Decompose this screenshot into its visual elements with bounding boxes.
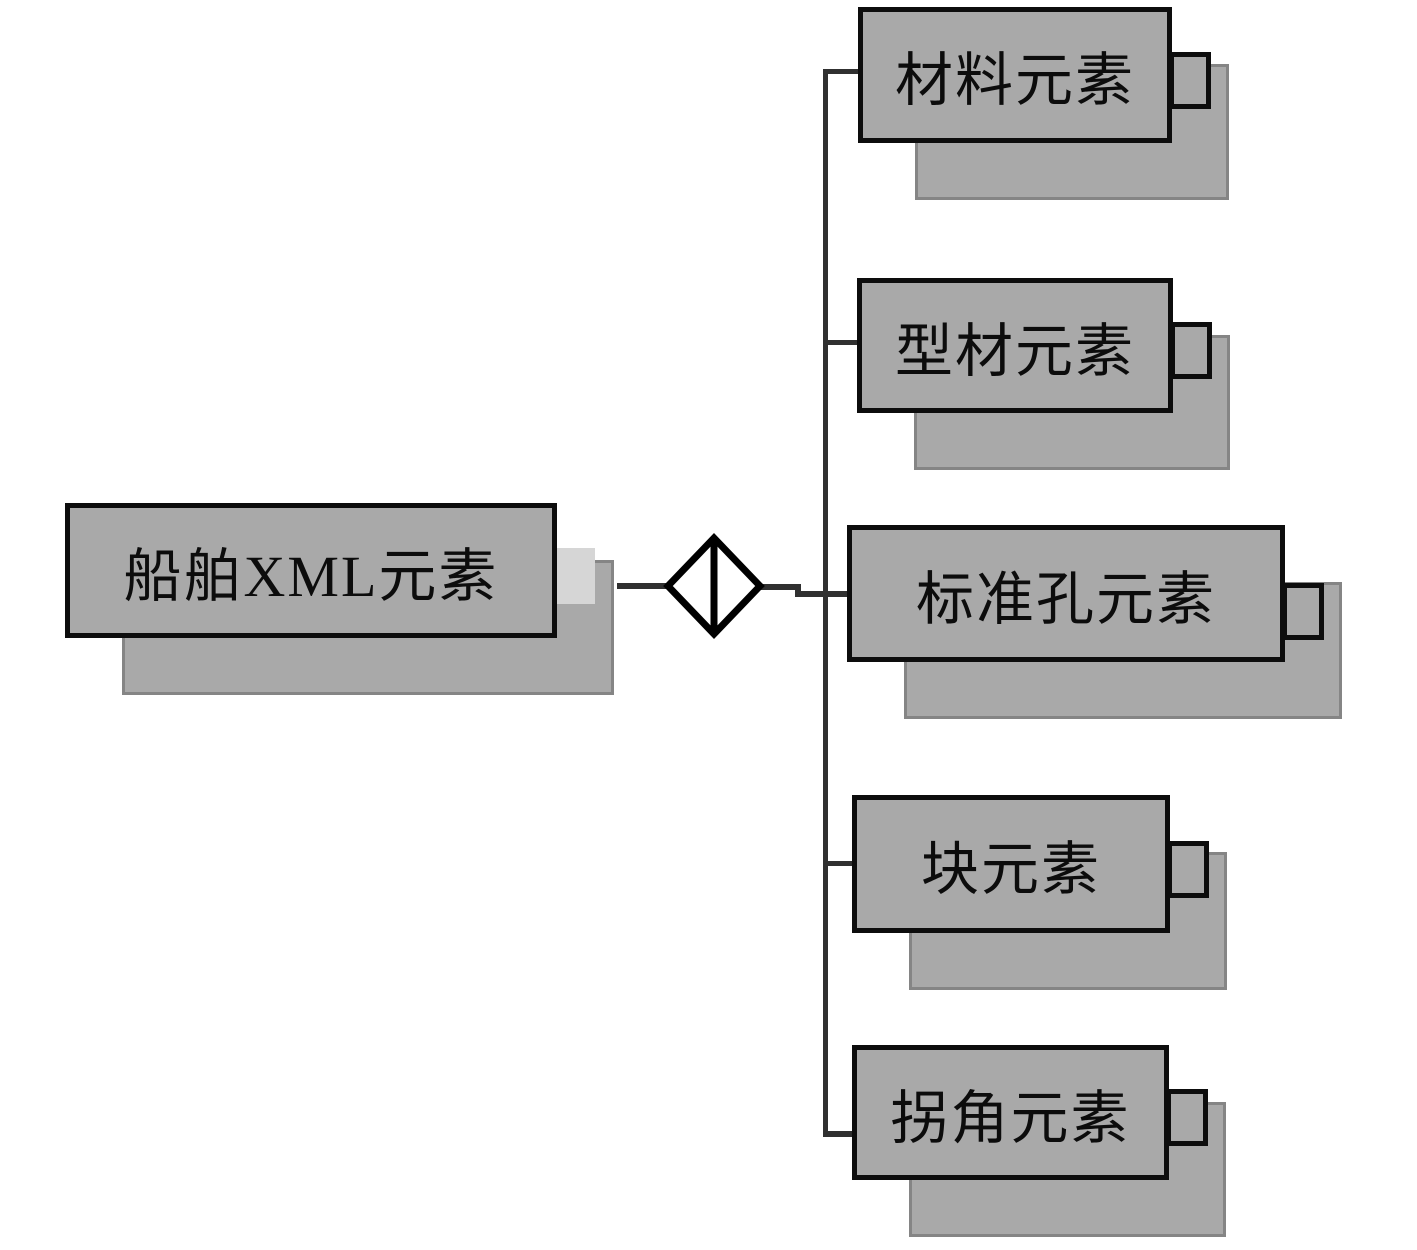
node-label: 块元素 — [920, 837, 1101, 902]
branch-line-profile — [823, 340, 857, 345]
node-expand-tab[interactable] — [1167, 841, 1209, 898]
trunk-line — [823, 69, 828, 1137]
node-box[interactable]: 块元素 — [852, 795, 1170, 933]
node-label: 材料元素 — [894, 48, 1135, 113]
node-expand-tab[interactable] — [1166, 1089, 1208, 1146]
node-expand-tab[interactable] — [554, 548, 595, 604]
node-label: 船舶XML元素 — [123, 543, 499, 609]
node-box[interactable]: 标准孔元素 — [847, 525, 1285, 662]
node-box[interactable]: 船舶XML元素 — [65, 503, 557, 638]
branch-line-block — [823, 861, 852, 866]
node-profile-element[interactable]: 型材元素 — [857, 278, 1230, 470]
node-box[interactable]: 型材元素 — [857, 278, 1173, 413]
node-box[interactable]: 拐角元素 — [852, 1045, 1169, 1180]
diamond-output-step-line — [795, 584, 801, 597]
root-to-diamond-line — [617, 583, 669, 589]
node-material-element[interactable]: 材料元素 — [858, 7, 1229, 200]
node-standard-hole-element[interactable]: 标准孔元素 — [847, 525, 1342, 719]
branch-line-material — [823, 69, 858, 74]
node-expand-tab[interactable] — [1170, 322, 1212, 379]
branch-line-corner — [823, 1131, 852, 1137]
node-label: 型材元素 — [894, 318, 1135, 384]
node-box[interactable]: 材料元素 — [858, 7, 1172, 143]
node-corner-element[interactable]: 拐角元素 — [852, 1045, 1226, 1237]
node-label: 拐角元素 — [890, 1085, 1131, 1151]
node-expand-tab[interactable] — [1169, 52, 1211, 109]
diamond-output-line — [757, 584, 799, 590]
choice-diamond-icon[interactable] — [662, 532, 766, 640]
node-block-element[interactable]: 块元素 — [852, 795, 1227, 990]
node-label: 标准孔元素 — [915, 566, 1216, 632]
node-expand-tab[interactable] — [1282, 583, 1324, 640]
node-ship-xml-element[interactable]: 船舶XML元素 — [65, 503, 614, 695]
